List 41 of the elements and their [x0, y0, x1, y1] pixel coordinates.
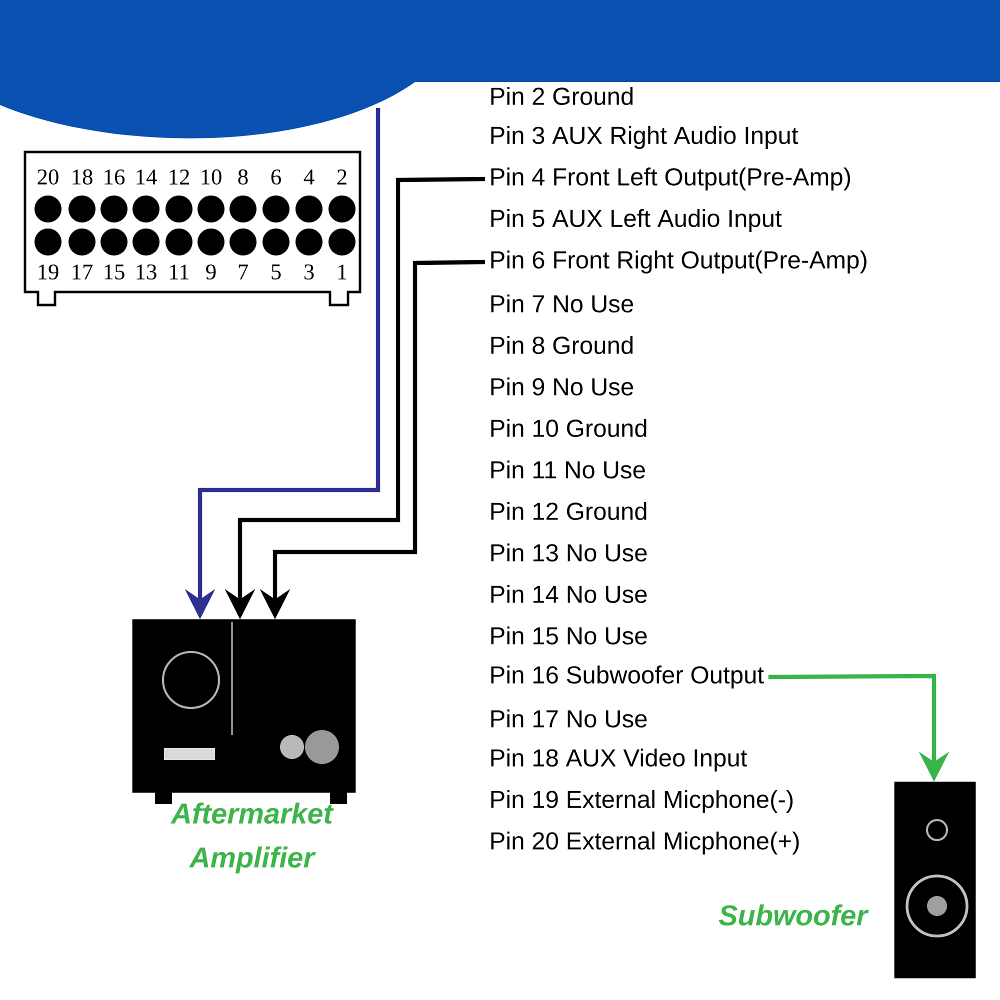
pin-label: Pin 19 External Micphone(-): [491, 790, 793, 813]
pin-number: 6: [271, 169, 281, 185]
pin-number: 1: [338, 264, 346, 280]
pin-number: 8: [238, 169, 248, 185]
device-caption: Subwoofer: [718, 904, 869, 926]
pin-number: 10: [202, 169, 222, 185]
pin-label: Pin 14 No Use: [491, 585, 647, 604]
pin-label: Pin 9 No Use: [491, 377, 634, 396]
pin-label: Pin 17 No Use: [491, 710, 647, 728]
pin-label: Pin 18 AUX Video Input: [491, 748, 748, 772]
pin-label: Pin 15 No Use: [491, 626, 647, 645]
pin-label: Pin 7 No Use: [491, 294, 634, 312]
pin-label: Pin 12 Ground: [491, 502, 646, 520]
pin-number: 18: [72, 169, 92, 185]
pin-number: 20: [38, 169, 58, 185]
pin-number: 5: [272, 264, 281, 280]
pin-label: Pin 5 AUX Left Audio Input: [491, 209, 782, 232]
pin-label: Pin 13 No Use: [491, 544, 647, 562]
pin-label: Pin 20 External Micphone(+): [491, 832, 799, 854]
pin-number: 12: [170, 170, 189, 184]
pin-label: Pin 16 Subwoofer Output: [491, 666, 764, 688]
pin-label: Pin 2 Ground: [491, 86, 633, 105]
pin-number: 9: [206, 264, 216, 280]
pin-number: 11: [170, 264, 188, 280]
pin-number: 19: [38, 264, 58, 280]
pin-number: 3: [304, 264, 314, 280]
pin-number: 14: [136, 170, 157, 184]
pin-label: Pin 4 Front Left Output(Pre-Amp): [491, 168, 850, 190]
pin-number: 4: [304, 170, 314, 184]
pin-number: 2: [337, 170, 346, 184]
pin-label: Pin 10 Ground: [491, 418, 646, 437]
device-caption: Aftermarket Amplifier: [170, 802, 334, 874]
pin-number: 13: [136, 264, 156, 280]
pin-label: Pin 11 No Use: [491, 460, 645, 479]
pin-label: Pin 3 AUX Right Audio Input: [491, 126, 798, 149]
pin-number: 7: [238, 264, 248, 280]
pin-label: Pin 6 Front Right Output(Pre-Amp): [491, 250, 866, 274]
pin-number: 16: [104, 169, 125, 185]
pin-number: 15: [104, 264, 124, 280]
pin-number: 17: [72, 264, 93, 280]
pin-label: Pin 8 Ground: [491, 336, 633, 354]
